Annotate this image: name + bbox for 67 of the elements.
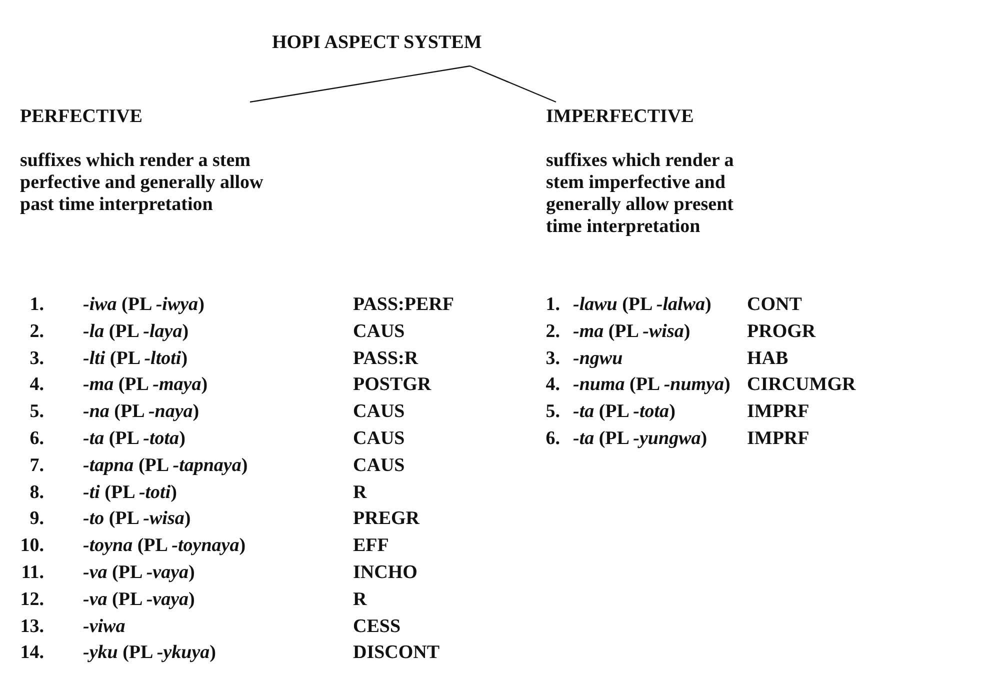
- suffix-form: -numa (PL -numya): [573, 374, 730, 396]
- item-number: 14.: [20, 642, 44, 664]
- suffix-form: -va (PL -vaya): [83, 562, 195, 584]
- item-number: 7.: [30, 454, 44, 477]
- item-number: 8.: [30, 482, 44, 504]
- gloss-label: POSTGR: [353, 374, 432, 396]
- item-number: 2.: [30, 320, 44, 343]
- suffix-form: -ngwu: [573, 348, 623, 370]
- suffix-form: -iwa (PL -iwya): [83, 294, 204, 316]
- item-number: 6.: [546, 428, 560, 450]
- description-text: suffixes which render a stem perfective and generally allow past time interpretation: [20, 150, 264, 216]
- suffix-form: -na (PL -naya): [83, 401, 200, 424]
- item-number: 12.: [20, 588, 44, 611]
- suffix-form: -ta (PL -tota): [573, 401, 676, 424]
- item-number: 9.: [30, 508, 44, 530]
- gloss-label: CAUS: [353, 320, 405, 343]
- gloss-label: IMPRF: [747, 401, 810, 424]
- item-number: 6.: [30, 428, 44, 450]
- tree-branch-line: [470, 65, 556, 103]
- gloss-label: EFF: [353, 535, 389, 558]
- category-heading: PERFECTIVE: [20, 106, 144, 128]
- gloss-label: R: [353, 588, 367, 611]
- item-number: 1.: [30, 294, 44, 316]
- suffix-form: -lawu (PL -lalwa): [573, 294, 712, 316]
- gloss-label: IMPRF: [747, 428, 810, 450]
- tree-branch-line: [250, 65, 470, 103]
- suffix-form: -ta (PL -tota): [83, 428, 186, 450]
- suffix-form: -ta (PL -yungwa): [573, 428, 708, 450]
- item-number: 1.: [546, 294, 560, 316]
- item-number: 5.: [30, 401, 44, 424]
- gloss-label: CAUS: [353, 428, 405, 450]
- gloss-label: CIRCUMGR: [747, 374, 856, 396]
- gloss-label: R: [353, 482, 367, 504]
- gloss-label: CESS: [353, 616, 401, 638]
- category-heading: IMPERFECTIVE: [546, 106, 695, 128]
- gloss-label: CONT: [747, 294, 802, 316]
- item-number: 3.: [546, 348, 560, 370]
- item-number: 5.: [546, 401, 560, 424]
- suffix-form: -to (PL -wisa): [83, 508, 191, 530]
- gloss-label: HAB: [747, 348, 788, 370]
- item-number: 4.: [546, 374, 560, 396]
- gloss-label: DISCONT: [353, 642, 440, 664]
- item-number: 11.: [21, 562, 44, 584]
- description-text: suffixes which render a stem imperfective and generally allow present time interpretation: [546, 150, 735, 238]
- gloss-label: PASS:R: [353, 348, 418, 370]
- item-number: 10.: [20, 535, 44, 558]
- item-number: 13.: [20, 616, 44, 638]
- suffix-form: -la (PL -laya): [83, 320, 189, 343]
- suffix-form: -toyna (PL -toynaya): [83, 535, 246, 558]
- suffix-form: -tapna (PL -tapnaya): [83, 454, 248, 477]
- gloss-label: INCHO: [353, 562, 418, 584]
- suffix-form: -ma (PL -maya): [83, 374, 208, 396]
- item-number: 2.: [546, 320, 560, 343]
- title-heading: HOPI ASPECT SYSTEM: [272, 32, 482, 54]
- suffix-form: -yku (PL -ykuya): [83, 642, 216, 664]
- item-number: 4.: [30, 374, 44, 396]
- suffix-form: -va (PL -vaya): [83, 588, 195, 611]
- suffix-form: -viwa: [83, 616, 126, 638]
- suffix-form: -ma (PL -wisa): [573, 320, 690, 343]
- gloss-label: CAUS: [353, 454, 405, 477]
- gloss-label: PASS:PERF: [353, 294, 454, 316]
- item-number: 3.: [30, 348, 44, 370]
- suffix-form: -ti (PL -toti): [83, 482, 177, 504]
- gloss-label: CAUS: [353, 401, 405, 424]
- suffix-form: -lti (PL -ltoti): [83, 348, 188, 370]
- gloss-label: PREGR: [353, 508, 420, 530]
- gloss-label: PROGR: [747, 320, 816, 343]
